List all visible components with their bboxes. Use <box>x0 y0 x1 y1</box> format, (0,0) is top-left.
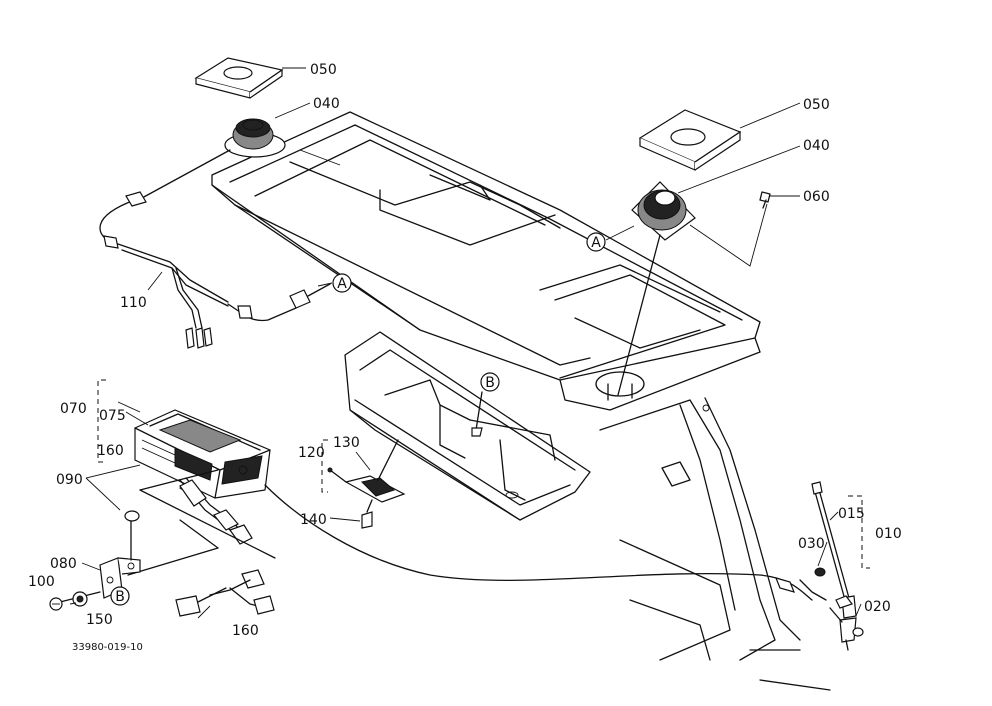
ref-marker-B-console: B <box>480 372 500 392</box>
door-frame <box>599 397 831 691</box>
leader-lines <box>69 67 862 619</box>
speaker-pad-left <box>194 57 284 99</box>
label-075: 075 <box>99 408 126 424</box>
label-010: 010 <box>875 526 902 542</box>
ref-A-label: A <box>337 276 347 292</box>
label-030: 030 <box>798 536 825 552</box>
group-bracket-010 <box>848 495 870 569</box>
label-120: 120 <box>298 445 325 461</box>
ref-marker-B-bracket: B <box>110 586 130 606</box>
label-015: 015 <box>838 506 865 522</box>
radio-unit <box>134 409 271 501</box>
label-050-left: 050 <box>310 62 337 78</box>
console-bracket <box>344 331 591 521</box>
label-040-left: 040 <box>313 96 340 112</box>
drawing-number: 33980-019-10 <box>72 642 143 653</box>
ref-marker-A-left: A <box>332 273 352 293</box>
clip-130 <box>327 439 406 503</box>
speaker-harness-110 <box>99 149 331 349</box>
label-080: 080 <box>50 556 77 572</box>
screw-B-console <box>471 391 483 437</box>
ref-B-label: B <box>485 375 495 391</box>
ref-A-label: A <box>591 235 601 251</box>
radio-harness <box>127 469 813 617</box>
ref-marker-A-right: A <box>586 232 606 252</box>
speaker-left <box>224 118 286 158</box>
label-110: 110 <box>120 295 147 311</box>
washer-150 <box>72 591 88 607</box>
group-bracket-120 <box>321 439 328 493</box>
label-050-right: 050 <box>803 97 830 113</box>
label-070: 070 <box>60 401 87 417</box>
label-040-right: 040 <box>803 138 830 154</box>
screw-060 <box>759 191 771 209</box>
label-130: 130 <box>333 435 360 451</box>
speaker-right <box>617 181 696 396</box>
screw-100 <box>49 597 63 611</box>
label-100: 100 <box>28 574 55 590</box>
label-090: 090 <box>56 472 83 488</box>
label-160-harness: 160 <box>232 623 259 639</box>
label-140: 140 <box>300 512 327 528</box>
label-060: 060 <box>803 189 830 205</box>
ref-B-label: B <box>115 589 125 605</box>
group-bracket-070 <box>97 379 106 463</box>
speaker-pad-right <box>638 109 742 171</box>
roof-panel <box>211 111 761 411</box>
label-150: 150 <box>86 612 113 628</box>
screw-140 <box>361 499 373 529</box>
antenna <box>774 481 864 651</box>
label-020: 020 <box>864 599 891 615</box>
label-160-radio: 160 <box>97 443 124 459</box>
